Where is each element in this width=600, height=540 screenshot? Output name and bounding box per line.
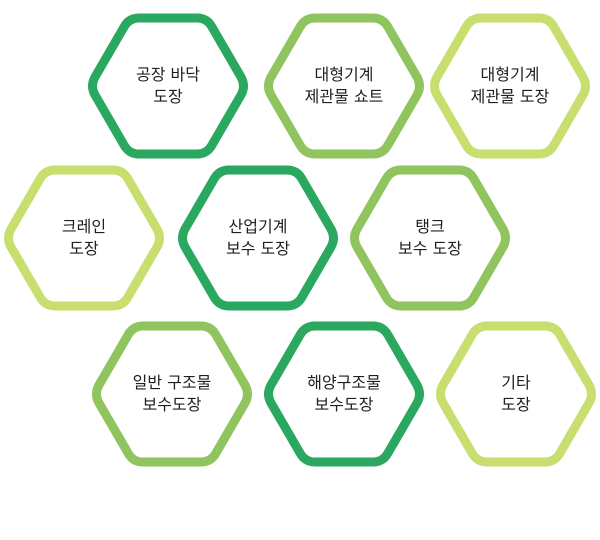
hexagon-shape: [436, 321, 596, 467]
hex-item: 산업기계 보수 도장: [176, 162, 340, 332]
hex-label: 대형기계 제관물 도장: [428, 10, 592, 162]
hex-label-line-1: 탱크: [415, 217, 445, 236]
hex-label-line-1: 대형기계: [314, 65, 374, 84]
hex-item: 기타 도장: [434, 318, 598, 488]
hex-label-line-2: 도장: [153, 87, 183, 106]
hex-label: 기타 도장: [434, 318, 598, 470]
hex-label-line-2: 도장: [501, 395, 531, 414]
hex-label-line-1: 크레인: [61, 217, 107, 236]
hex-label: 크레인 도장: [2, 162, 166, 314]
hex-label-line-1: 대형기계: [480, 65, 540, 84]
hex-label-line-1: 일반 구조물: [132, 373, 212, 392]
hex-label-line-2: 제관물 쇼트: [304, 87, 384, 106]
hex-item: 대형기계 제관물 쇼트: [262, 10, 426, 180]
hex-item: 일반 구조물 보수도장: [90, 318, 254, 488]
hex-label: 탱크 보수 도장: [348, 162, 512, 314]
hex-label-line-2: 보수도장: [142, 395, 202, 414]
hex-label: 해양구조물 보수도장: [262, 318, 426, 470]
hex-label-line-2: 보수도장: [314, 395, 374, 414]
hex-label-line-2: 제관물 도장: [470, 87, 550, 106]
hex-item: 크레인 도장: [2, 162, 166, 332]
hexagon-shape: [264, 321, 424, 467]
hexagon-shape: [88, 13, 248, 159]
hex-label-line-2: 보수 도장: [226, 239, 290, 258]
hex-label-line-2: 보수 도장: [398, 239, 462, 258]
hex-label-line-1: 산업기계: [228, 217, 288, 236]
hex-label-line-1: 기타: [501, 373, 531, 392]
hexagon-shape: [178, 165, 338, 311]
hexagon-shape: [4, 165, 164, 311]
hexagon-shape: [92, 321, 252, 467]
hex-item: 해양구조물 보수도장: [262, 318, 426, 488]
hex-label-line-2: 도장: [69, 239, 99, 258]
hexagon-shape: [430, 13, 590, 159]
hex-label-line-1: 해양구조물: [307, 373, 381, 392]
hex-item: 탱크 보수 도장: [348, 162, 512, 332]
hex-label: 산업기계 보수 도장: [176, 162, 340, 314]
hexagon-shape: [264, 13, 424, 159]
hexagon-shape: [350, 165, 510, 311]
hex-label-line-1: 공장 바닥: [136, 65, 200, 84]
hex-label: 공장 바닥 도장: [86, 10, 250, 162]
hex-item: 공장 바닥 도장: [86, 10, 250, 180]
hex-label: 일반 구조물 보수도장: [90, 318, 254, 470]
hex-item: 대형기계 제관물 도장: [428, 10, 592, 180]
hex-label: 대형기계 제관물 쇼트: [262, 10, 426, 162]
